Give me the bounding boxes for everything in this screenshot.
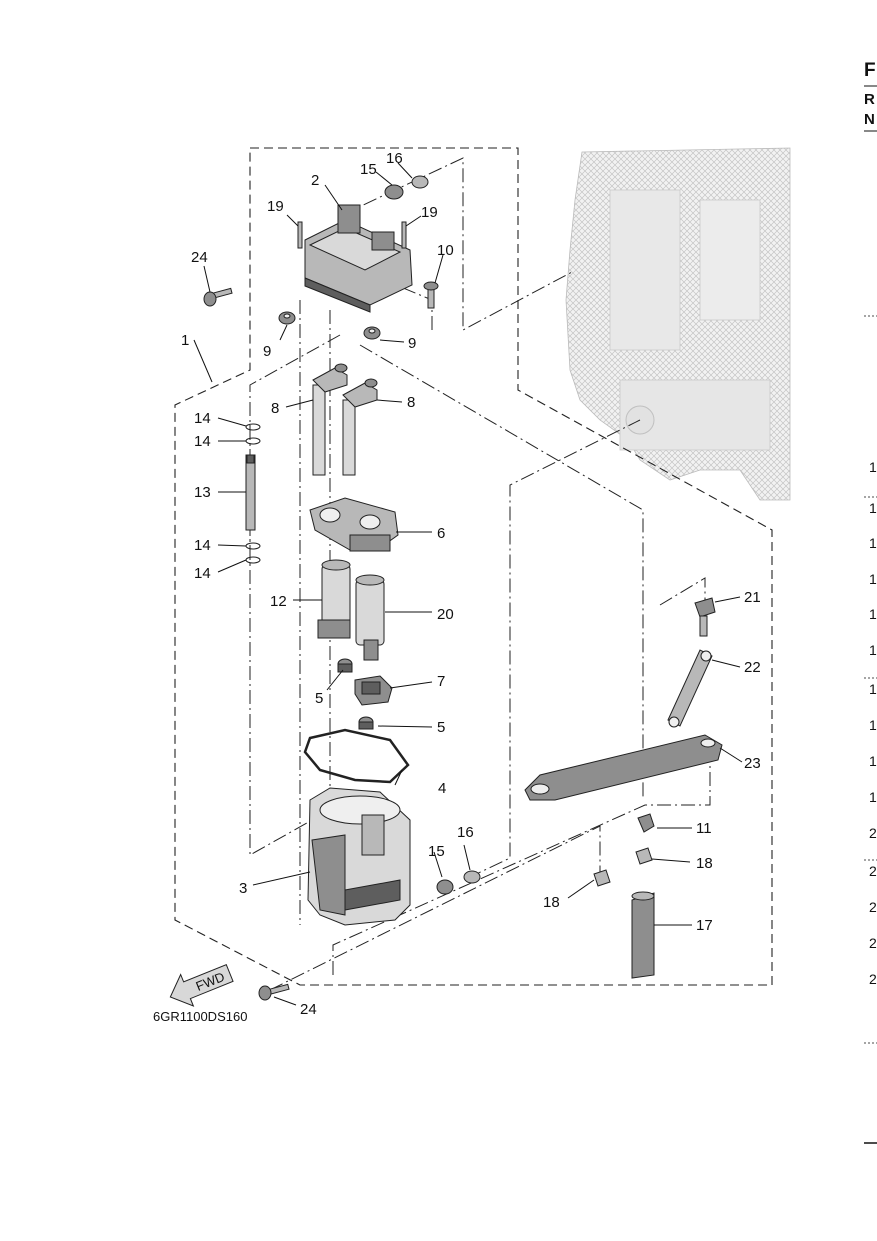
part-16-plug-upper — [411, 175, 429, 189]
part-24-bolt-upper — [203, 287, 233, 307]
callout-10: 10 — [437, 242, 454, 259]
part-18-clip-left — [593, 869, 611, 887]
callout-5-upper: 5 — [315, 690, 323, 707]
part-9-nut-right — [363, 326, 381, 340]
callout-5-lower: 5 — [437, 719, 445, 736]
edge-number: 1 — [869, 535, 877, 551]
callout-labels: 1 2 3 4 5 5 6 7 8 8 9 9 10 11 12 13 14 1… — [181, 150, 761, 1018]
callout-14-b: 14 — [194, 433, 211, 450]
part-8-pipe-left — [312, 363, 348, 476]
callout-11: 11 — [696, 820, 712, 837]
part-3-filter-housing — [307, 787, 411, 926]
part-22-bracket-arm — [667, 649, 713, 728]
part-10-bolt — [423, 281, 439, 309]
edge-number: 1 — [869, 681, 877, 697]
part-4-gasket — [303, 728, 410, 784]
edge-number: 1 — [869, 753, 877, 769]
edge-number: 1 — [869, 606, 877, 622]
part-11-fitting — [637, 813, 655, 833]
callout-17: 17 — [696, 917, 713, 934]
callout-21: 21 — [744, 589, 761, 606]
edge-number: 1 — [869, 642, 877, 658]
callout-16-upper: 16 — [386, 150, 403, 167]
callout-24-lower: 24 — [300, 1001, 317, 1018]
callout-14-a: 14 — [194, 410, 211, 427]
edge-header-letter: F — [864, 60, 876, 81]
callout-23: 23 — [744, 755, 761, 772]
callout-12: 12 — [270, 593, 287, 610]
part-19-screw-left — [297, 221, 303, 249]
callout-14-c: 14 — [194, 537, 211, 554]
part-6-bracket — [309, 497, 399, 552]
callout-24-upper: 24 — [191, 249, 208, 266]
callout-14-d: 14 — [194, 565, 211, 582]
callout-2: 2 — [311, 172, 319, 189]
callout-9-left: 9 — [263, 343, 271, 360]
edge-number: 1 — [869, 459, 877, 475]
part-5-grommet-upper — [337, 658, 353, 673]
diagram-code: 6GR1100DS160 — [153, 1009, 247, 1024]
callout-15-upper: 15 — [360, 161, 377, 178]
edge-number: 2 — [869, 899, 877, 915]
part-24-bolt-lower — [258, 983, 290, 1001]
engine-block-background — [565, 147, 791, 501]
part-23-plate — [524, 734, 723, 801]
callout-15-lower: 15 — [428, 843, 445, 860]
callout-13: 13 — [194, 484, 211, 501]
callout-18-left: 18 — [543, 894, 560, 911]
part-15-grommet-upper — [384, 184, 404, 200]
callout-6: 6 — [437, 525, 445, 542]
callout-20: 20 — [437, 606, 454, 623]
part-9-nut-left — [278, 311, 296, 325]
edge-number: 2 — [869, 863, 877, 879]
part-19-screw-right — [401, 221, 407, 249]
edge-number: 2 — [869, 971, 877, 987]
callout-18-right: 18 — [696, 855, 713, 872]
fwd-arrow: FWD — [169, 964, 234, 1007]
part-15-grommet-lower — [436, 879, 454, 895]
part-2-filter-cover — [304, 204, 413, 313]
callout-19-right: 19 — [421, 204, 438, 221]
assembly-outline — [174, 147, 773, 986]
edge-number: 1 — [869, 789, 877, 805]
callout-16-lower: 16 — [457, 824, 474, 841]
callout-22: 22 — [744, 659, 761, 676]
callout-1: 1 — [181, 332, 189, 349]
callout-leader-lines — [193, 162, 743, 1006]
part-21-bolt — [694, 597, 716, 637]
part-18-clip-right — [635, 847, 653, 865]
callout-9-right: 9 — [408, 335, 416, 352]
part-13-spacer-rod — [245, 454, 256, 531]
assembly-leader-lines — [249, 157, 711, 991]
edge-number: 1 — [869, 500, 877, 516]
part-16-plug-lower — [463, 870, 481, 884]
part-8-pipe-right — [342, 378, 378, 476]
callout-4: 4 — [438, 780, 446, 797]
part-17-hose — [631, 891, 655, 979]
edge-header-line2: N — [864, 111, 875, 128]
edge-number: 2 — [869, 825, 877, 841]
edge-number: 2 — [869, 935, 877, 951]
edge-number: 1 — [869, 717, 877, 733]
right-edge-column: F R N 1 1 1 1 1 1 1 1 1 1 2 2 2 2 2 — [864, 60, 877, 1144]
edge-number: 1 — [869, 571, 877, 587]
edge-header-line1: R — [864, 91, 875, 108]
callout-19-left: 19 — [267, 198, 284, 215]
callout-8-left: 8 — [271, 400, 279, 417]
part-5-grommet-lower — [358, 716, 374, 730]
part-20-fuel-pump — [355, 574, 385, 661]
callout-3: 3 — [239, 880, 247, 897]
callout-8-right: 8 — [407, 394, 415, 411]
callout-7: 7 — [437, 673, 445, 690]
part-12-fuel-pump — [317, 559, 351, 639]
part-7-connector — [354, 675, 393, 706]
